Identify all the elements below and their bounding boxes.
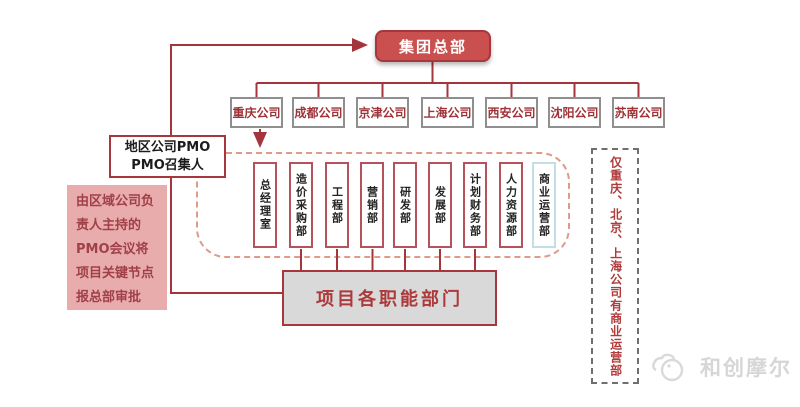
note-line: 责人主持的 [76, 218, 142, 233]
dept-label: 商业运营部 [537, 172, 551, 238]
dept-label: 总经理室 [258, 179, 272, 231]
dept-label: 计划财务部 [468, 172, 482, 238]
dept-label: 研发部 [398, 185, 412, 225]
pmo-line-2: PMO召集人 [131, 157, 204, 173]
node-dept-rnd: 研发部 [393, 162, 417, 248]
pmo-convener-box: 地区公司PMO PMO召集人 [109, 135, 226, 178]
pmo-line-1: 地区公司PMO [124, 139, 211, 155]
note-line: 项目关键节点 [76, 266, 155, 281]
node-company-chengdu: 成都公司 [292, 97, 345, 128]
note-line: PMO会议将 [76, 242, 149, 257]
node-dept-cost-procurement: 造价采购部 [289, 162, 313, 248]
node-dept-development: 发展部 [428, 162, 452, 248]
node-dept-human-resources: 人力资源部 [499, 162, 523, 248]
node-dept-commercial-operations: 商业运营部 [532, 162, 556, 248]
dept-label: 造价采购部 [294, 172, 308, 238]
dept-label: 营销部 [365, 185, 379, 225]
dept-label: 工程部 [330, 185, 344, 225]
hq-to-companies-lines [255, 62, 640, 97]
node-company-shenyang: 沈阳公司 [548, 97, 601, 128]
node-company-shanghai: 上海公司 [421, 97, 474, 128]
dept-label: 人力资源部 [504, 172, 518, 238]
dept-label: 发展部 [433, 185, 447, 225]
node-dept-engineering: 工程部 [325, 162, 349, 248]
note-line: 报总部审批 [76, 290, 142, 305]
pmo-meeting-note: 由区域公司负 责人主持的 PMO会议将 项目关键节点 报总部审批 [67, 185, 167, 310]
logo-icon [652, 353, 684, 382]
node-company-xian: 西安公司 [485, 97, 538, 128]
commercial-ops-side-note: 仅重庆、北京、上海公司有商业运营部 [591, 148, 639, 384]
logo-text: 和创摩尔 [700, 356, 792, 380]
node-company-jingjin: 京津公司 [356, 97, 409, 128]
node-dept-general-manager-office: 总经理室 [253, 162, 277, 248]
note-line: 由区域公司负 [76, 194, 155, 209]
watermark-logo: 和创摩尔 [650, 350, 792, 384]
node-project-functional-departments: 项目各职能部门 [282, 270, 497, 326]
side-note-text: 仅重庆、北京、上海公司有商业运营部 [608, 155, 623, 377]
node-company-sunan: 苏南公司 [612, 97, 665, 128]
node-group-headquarters: 集团总部 [375, 30, 491, 62]
node-dept-planning-finance: 计划财务部 [463, 162, 487, 248]
node-dept-marketing: 营销部 [360, 162, 384, 248]
node-company-chongqing: 重庆公司 [230, 97, 283, 128]
